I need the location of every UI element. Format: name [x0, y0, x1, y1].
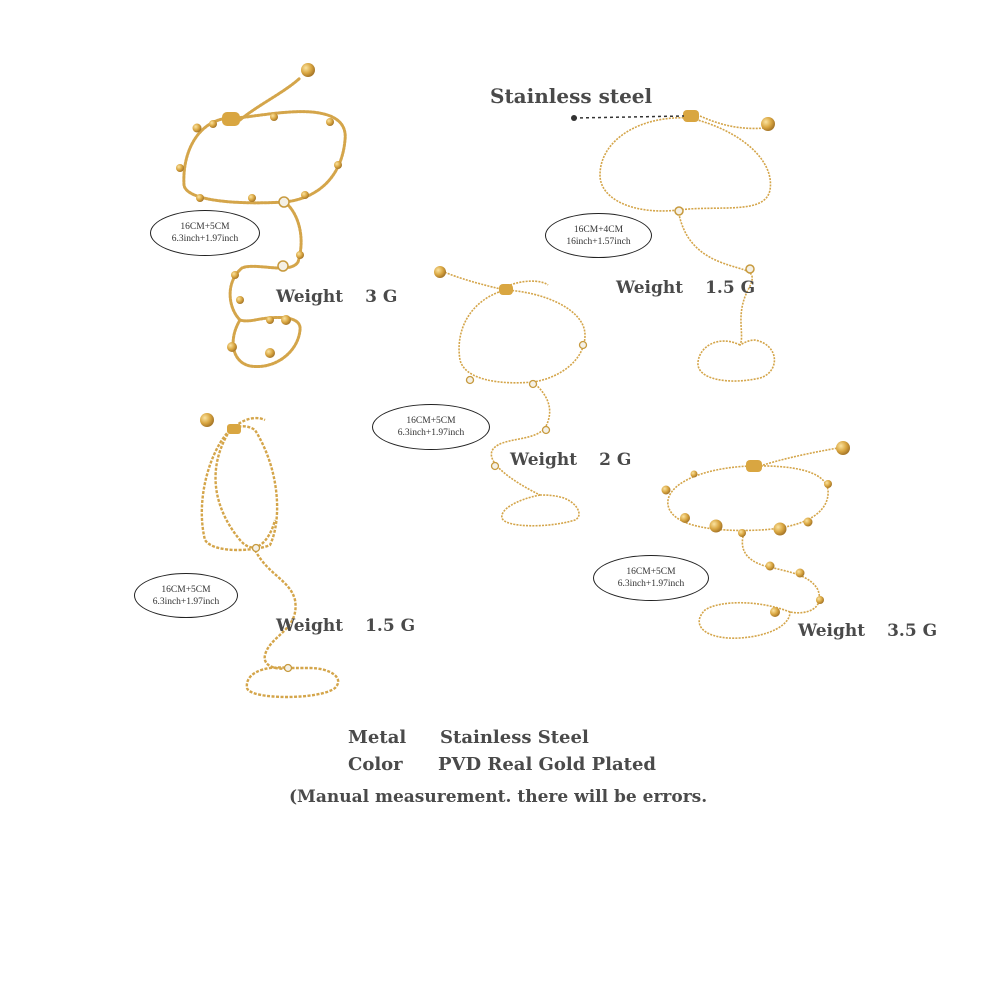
bracelet-3-weight: Weight 2 G — [510, 450, 631, 470]
bracelet-1-beads — [176, 63, 342, 358]
weight-value: 2 G — [599, 450, 632, 470]
bracelet-3-illustration — [439, 269, 586, 527]
metal-value: Stainless Steel — [440, 727, 589, 748]
bracelet-4-weight: Weight 1.5 G — [276, 616, 415, 636]
size-cm: 16CM+5CM — [180, 222, 230, 232]
bracelet-4-illustration — [200, 416, 340, 699]
bracelet-2-size-badge: 16CM+4CM 16inch+1.57inch — [545, 213, 652, 258]
bracelet-5-size-badge: 16CM+5CM 6.3inch+1.97inch — [593, 555, 709, 601]
size-inch: 6.3inch+1.97inch — [397, 428, 465, 438]
size-inch: 6.3inch+1.97inch — [617, 579, 685, 589]
size-cm: 16CM+5CM — [161, 584, 211, 595]
bracelet-2-weight: Weight 1.5 G — [616, 278, 755, 298]
weight-value: 3 G — [365, 287, 398, 307]
bracelet-1-weight: Weight 3 G — [276, 287, 397, 307]
size-cm: 16CM+4CM — [573, 224, 624, 235]
weight-label: Weight — [276, 616, 344, 636]
weight-value: 3.5 G — [887, 621, 938, 641]
size-inch: 16inch+1.57inch — [566, 236, 631, 247]
size-cm: 16CM+5CM — [406, 416, 456, 426]
size-inch: 6.3inch+1.97inch — [171, 234, 239, 244]
measurement-note: (Manual measurement. there will be error… — [289, 787, 708, 807]
bracelet-3-details — [434, 266, 588, 471]
bracelet-5-weight: Weight 3.5 G — [798, 621, 937, 641]
size-cm: 16CM+5CM — [626, 567, 676, 577]
weight-label: Weight — [510, 450, 578, 470]
size-inch: 6.3inch+1.97inch — [152, 596, 220, 607]
bracelet-1-illustration — [182, 76, 347, 369]
weight-value: 1.5 G — [365, 616, 416, 636]
weight-label: Weight — [616, 278, 684, 298]
weight-label: Weight — [798, 621, 866, 641]
bracelet-1-size-badge: 16CM+5CM 6.3inch+1.97inch — [150, 210, 260, 256]
bracelet-4-size-badge: 16CM+5CM 6.3inch+1.97inch — [134, 573, 238, 618]
bracelet-4-details — [200, 413, 293, 673]
stainless-steel-callout: Stainless steel — [490, 84, 653, 108]
color-value: PVD Real Gold Plated — [438, 754, 657, 775]
bracelet-2-details — [571, 110, 775, 274]
weight-value: 1.5 G — [705, 278, 756, 298]
weight-label: Weight — [276, 287, 344, 307]
bracelet-5-beads — [661, 441, 850, 617]
metal-label: Metal — [348, 727, 407, 748]
color-label: Color — [348, 754, 403, 775]
bracelet-3-size-badge: 16CM+5CM 6.3inch+1.97inch — [372, 404, 490, 450]
bracelet-5-illustration — [667, 447, 839, 639]
